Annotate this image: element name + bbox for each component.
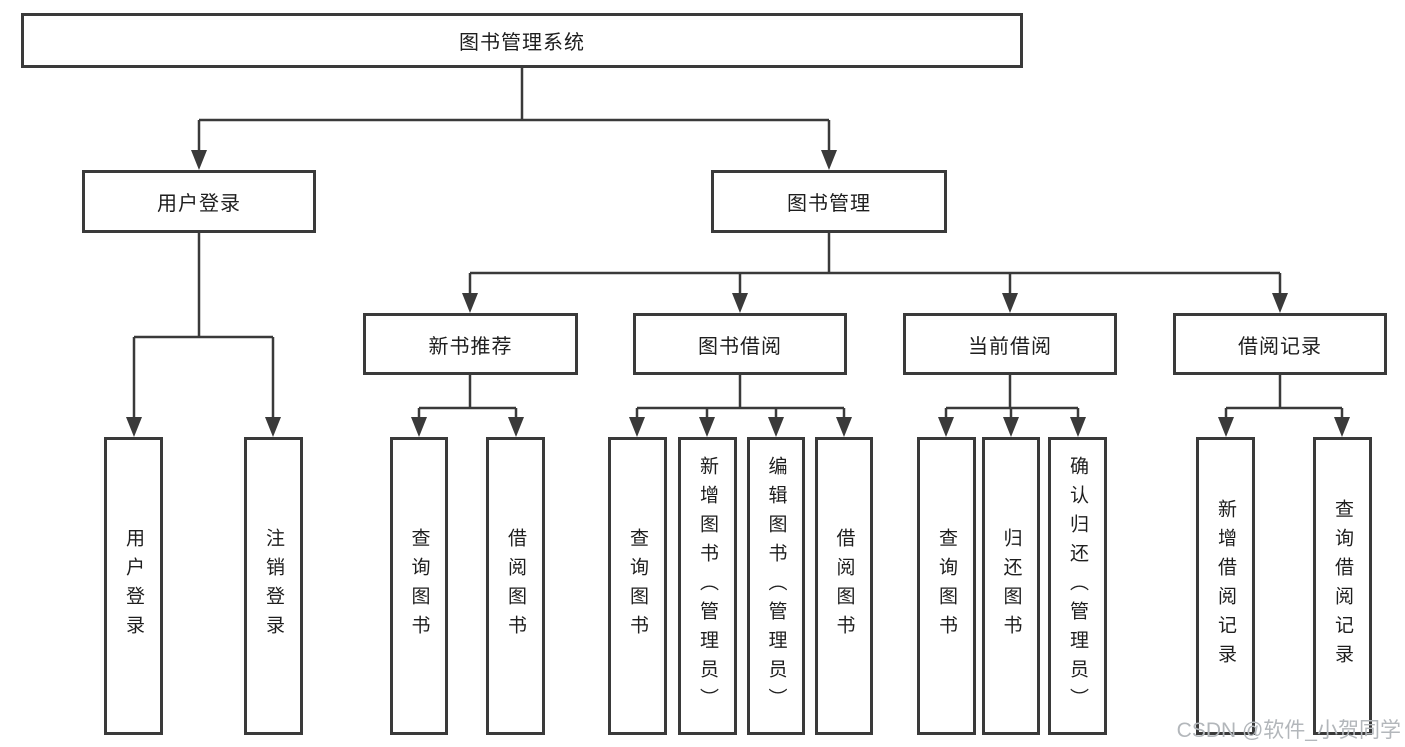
leaf-bb-edit-books-admin-label: 编辑图书（管理员） bbox=[765, 455, 787, 717]
leaf-nb-query-books: 查询图书 bbox=[390, 437, 448, 735]
connector-current-borrowing bbox=[938, 375, 1086, 437]
node-new-book-recommendation-label: 新书推荐 bbox=[428, 335, 513, 358]
leaf-user-login-label: 用户登录 bbox=[123, 528, 144, 644]
leaf-bb-query-books: 查询图书 bbox=[608, 437, 667, 735]
leaf-user-login: 用户登录 bbox=[104, 437, 163, 735]
leaf-cb-query-books: 查询图书 bbox=[917, 437, 976, 735]
leaf-br-add-record-label: 新增借阅记录 bbox=[1215, 499, 1236, 673]
connector-new-book-recommendation bbox=[411, 375, 524, 437]
leaf-cb-return-books: 归还图书 bbox=[982, 437, 1040, 735]
leaf-nb-borrow-books-label: 借阅图书 bbox=[505, 528, 526, 644]
csdn-watermark: CSDN @软件_小贺同学 bbox=[1176, 719, 1401, 742]
leaf-br-query-record: 查询借阅记录 bbox=[1313, 437, 1372, 735]
node-user-login-label: 用户登录 bbox=[157, 193, 241, 215]
leaf-cb-confirm-return-admin-label: 确认归还（管理员） bbox=[1067, 455, 1088, 717]
leaf-cb-confirm-return-admin: 确认归还（管理员） bbox=[1048, 437, 1107, 735]
node-root-label: 图书管理系统 bbox=[459, 32, 585, 54]
leaf-cb-return-books-label: 归还图书 bbox=[1000, 528, 1022, 644]
leaf-br-query-record-label: 查询借阅记录 bbox=[1332, 499, 1353, 673]
node-current-borrowing-label: 当前借阅 bbox=[968, 335, 1052, 358]
leaf-nb-borrow-books: 借阅图书 bbox=[486, 437, 545, 735]
leaf-bb-add-books-admin: 新增图书（管理员） bbox=[678, 437, 737, 735]
leaf-bb-add-books-admin-label: 新增图书（管理员） bbox=[697, 455, 718, 717]
leaf-cb-query-books-label: 查询图书 bbox=[936, 528, 957, 644]
node-book-borrowing-label: 图书借阅 bbox=[698, 335, 782, 358]
node-new-book-recommendation: 新书推荐 bbox=[363, 313, 578, 375]
leaf-nb-query-books-label: 查询图书 bbox=[408, 528, 430, 644]
node-borrowing-records-label: 借阅记录 bbox=[1238, 335, 1322, 358]
leaf-bb-borrow-books-label: 借阅图书 bbox=[833, 528, 855, 644]
leaf-logout: 注销登录 bbox=[244, 437, 303, 735]
node-user-login: 用户登录 bbox=[82, 170, 316, 233]
leaf-logout-label: 注销登录 bbox=[263, 528, 284, 644]
leaf-bb-edit-books-admin: 编辑图书（管理员） bbox=[747, 437, 805, 735]
connector-borrowing-records bbox=[1218, 375, 1350, 437]
leaf-br-add-record: 新增借阅记录 bbox=[1196, 437, 1255, 735]
node-book-borrowing: 图书借阅 bbox=[633, 313, 847, 375]
leaf-bb-query-books-label: 查询图书 bbox=[627, 528, 648, 644]
node-book-management: 图书管理 bbox=[711, 170, 947, 233]
node-root: 图书管理系统 bbox=[21, 13, 1023, 68]
leaf-bb-borrow-books: 借阅图书 bbox=[815, 437, 873, 735]
node-borrowing-records: 借阅记录 bbox=[1173, 313, 1387, 375]
node-current-borrowing: 当前借阅 bbox=[903, 313, 1117, 375]
connector-book-borrowing bbox=[629, 375, 852, 437]
connector-user-login bbox=[126, 233, 281, 437]
connector-book-management bbox=[462, 233, 1288, 313]
connector-root bbox=[191, 68, 837, 170]
node-book-management-label: 图书管理 bbox=[787, 193, 871, 215]
